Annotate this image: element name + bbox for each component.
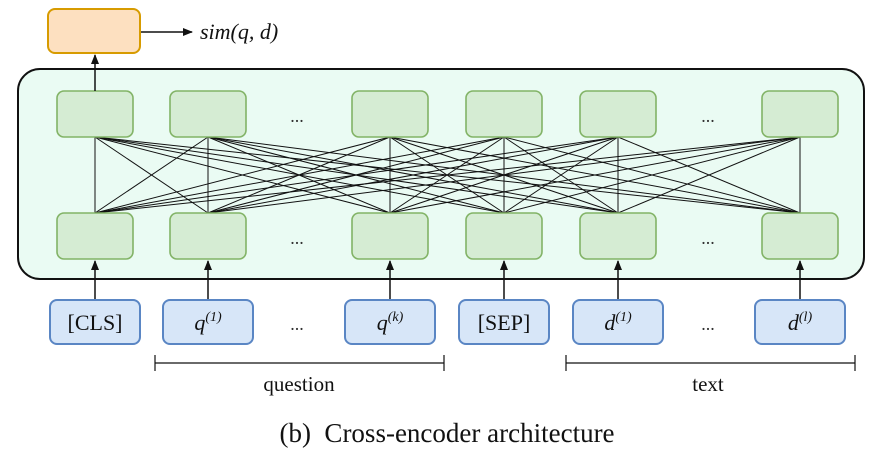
input-token-label-qk: q(k) xyxy=(377,310,404,335)
input-token-sep xyxy=(458,299,550,345)
text-label: text xyxy=(692,372,724,396)
top-node-sep xyxy=(465,90,543,138)
ellipsis-input-right: ... xyxy=(701,314,715,334)
input-token-label-sep: [SEP] xyxy=(478,310,531,335)
connection-line xyxy=(94,136,505,214)
bottom-node-d1 xyxy=(579,212,657,260)
text-bracket xyxy=(565,355,856,371)
connection-line xyxy=(207,136,619,214)
connection-line xyxy=(94,136,391,214)
connection-line xyxy=(503,136,619,214)
connection-line xyxy=(389,136,801,214)
connection-line xyxy=(94,136,801,214)
input-token-label-dl: d(l) xyxy=(788,310,813,335)
connection-line xyxy=(94,136,209,214)
bottom-layer-nodes xyxy=(56,212,839,260)
ellipsis-bottom-left: ... xyxy=(290,228,304,248)
output-label: sim(q, d) xyxy=(200,19,278,44)
top-layer-nodes xyxy=(56,90,839,138)
input-token-label-d1: d(1) xyxy=(604,310,632,335)
connection-line xyxy=(94,136,619,214)
bottom-node-qk xyxy=(351,212,429,260)
connection-line xyxy=(503,136,801,214)
top-node-dl xyxy=(761,90,839,138)
top-node-cls xyxy=(56,90,134,138)
input-token-cls xyxy=(49,299,141,345)
top-node-q1 xyxy=(169,90,247,138)
input-token-label-cls: [CLS] xyxy=(68,310,123,335)
ellipsis-bottom-right: ... xyxy=(701,228,715,248)
top-node-qk xyxy=(351,90,429,138)
ellipsis-top-right: ... xyxy=(701,106,715,126)
bottom-node-sep xyxy=(465,212,543,260)
connection-line xyxy=(207,136,801,214)
attention-connections xyxy=(94,136,801,214)
input-token-qk xyxy=(344,299,436,345)
input-token-dl xyxy=(754,299,846,345)
output-box xyxy=(47,8,141,54)
top-node-d1 xyxy=(579,90,657,138)
bottom-node-cls xyxy=(56,212,134,260)
question-label: question xyxy=(263,372,335,396)
connection-line xyxy=(617,136,801,214)
question-bracket xyxy=(154,355,445,371)
input-arrows xyxy=(91,260,804,299)
input-token-d1 xyxy=(572,299,664,345)
input-tokens: [CLS] q(1) q(k) [SEP] d(1) d(l) xyxy=(49,299,846,345)
ellipsis-input-left: ... xyxy=(290,314,304,334)
ellipsis-top-left: ... xyxy=(290,106,304,126)
figure-caption: (b) Cross-encoder architecture xyxy=(279,418,614,448)
input-token-q1 xyxy=(162,299,254,345)
input-token-label-q1: q(1) xyxy=(194,310,222,335)
bottom-node-dl xyxy=(761,212,839,260)
bottom-node-q1 xyxy=(169,212,247,260)
